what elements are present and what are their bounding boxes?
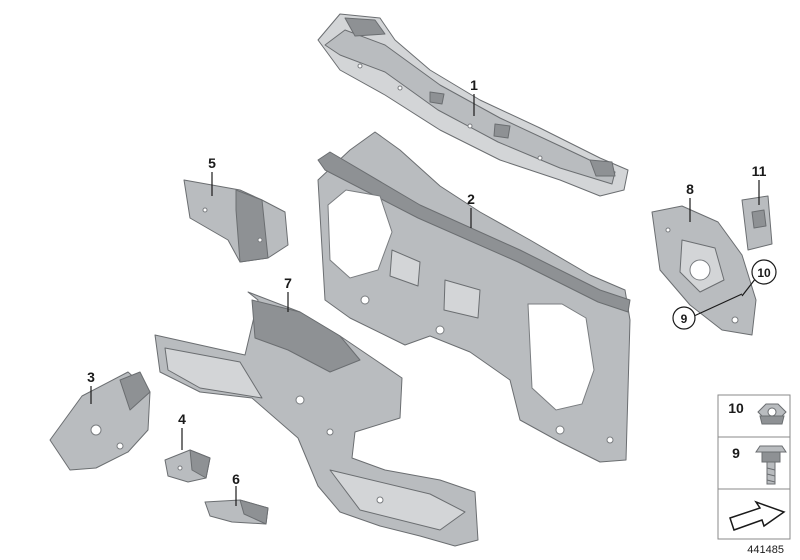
callout-6: 6 — [232, 471, 240, 487]
part-6-small-bracket — [204, 499, 269, 525]
callout-8: 8 — [686, 181, 694, 197]
legend-box-bolt — [717, 436, 791, 490]
callout-3: 3 — [87, 369, 95, 385]
callout-10-circle — [751, 259, 777, 285]
legend-label-10: 10 — [728, 400, 744, 416]
leader-lines — [90, 94, 760, 506]
part-11-clip — [741, 195, 773, 251]
legend: 10 9 — [717, 394, 791, 540]
callout-9: 9 — [681, 312, 688, 326]
part-7-floor-tunnel — [154, 291, 479, 547]
part-8-cover-plate — [651, 205, 757, 336]
direction-arrow-icon — [729, 500, 786, 531]
drawing-number: 441485 — [747, 544, 784, 556]
callout-11: 11 — [752, 163, 767, 179]
callout-7: 7 — [284, 275, 292, 291]
callout-1: 1 — [470, 77, 478, 93]
part-2-bulkhead — [317, 131, 631, 463]
part-1-cowl-crossmember — [317, 13, 629, 197]
part-5-bracket-plate — [183, 179, 289, 263]
nut-icon — [757, 403, 787, 425]
callout-2: 2 — [467, 191, 475, 207]
callout-9-circle — [672, 306, 696, 330]
part-3-side-bracket — [49, 371, 151, 471]
callout-10: 10 — [757, 266, 771, 280]
callout-5: 5 — [208, 155, 216, 171]
legend-label-9: 9 — [732, 445, 740, 461]
bolt-icon — [755, 445, 787, 485]
part-4-small-bracket — [164, 449, 211, 483]
callout-labels: 1 2 3 4 5 6 7 8 11 9 10 — [87, 77, 777, 487]
callout-4: 4 — [178, 411, 186, 427]
